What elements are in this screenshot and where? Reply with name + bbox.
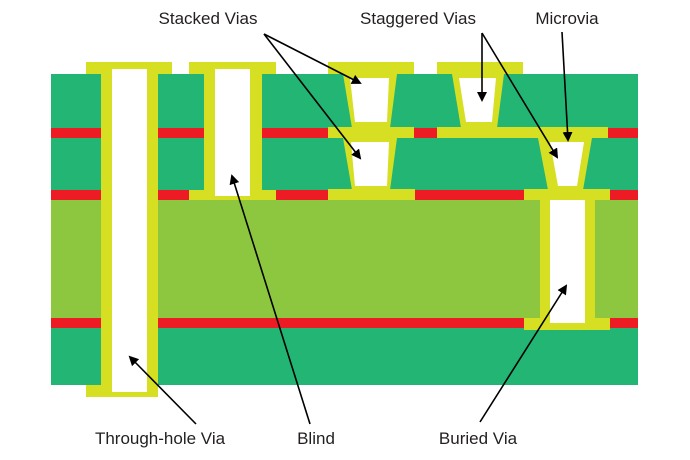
arrow-buried bbox=[479, 284, 568, 423]
label-stacked-vias: Stacked Vias bbox=[159, 9, 258, 28]
stacked-vias bbox=[328, 62, 415, 200]
copper-trace-3 bbox=[51, 318, 638, 328]
arrow-microvia bbox=[561, 31, 573, 142]
arrow-stacked-top bbox=[263, 33, 362, 84]
arrow-blind bbox=[229, 174, 311, 425]
label-blind: Blind bbox=[297, 429, 335, 448]
label-through-hole-via: Through-hole Via bbox=[95, 429, 226, 448]
arrow-through-hole bbox=[128, 355, 197, 425]
arrow-staggered-bottom bbox=[481, 32, 559, 159]
blind-via bbox=[189, 62, 276, 200]
label-buried-via: Buried Via bbox=[439, 429, 518, 448]
arrow-stacked-bottom bbox=[263, 33, 362, 160]
through-hole-via bbox=[86, 62, 172, 397]
label-staggered-vias: Staggered Vias bbox=[360, 9, 476, 28]
label-microvia: Microvia bbox=[535, 9, 599, 28]
